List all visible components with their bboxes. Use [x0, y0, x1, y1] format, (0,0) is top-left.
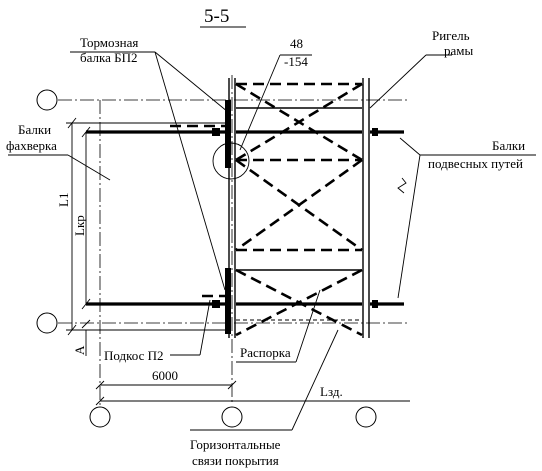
fachwerk-beams-label-1: Балки — [18, 122, 51, 137]
frame-girder-label-2: рамы — [444, 43, 473, 58]
frame-girder-label-1: Ригель — [432, 28, 470, 43]
dim-6000 — [95, 380, 237, 390]
strut-label: Распорка — [240, 345, 291, 360]
struts — [236, 107, 362, 271]
dim-top-value-1: 48 — [290, 36, 303, 51]
suspended-beams-label-1: Балки — [492, 138, 525, 153]
axis-lines — [58, 75, 410, 405]
axis-marker-bottom-1 — [89, 406, 111, 428]
brace-label: Подкос П2 — [104, 348, 164, 363]
axis-marker-bottom-2 — [221, 406, 243, 428]
fachwerk-beams-label-2: фахверка — [6, 138, 57, 153]
leader-lines — [8, 51, 536, 431]
detail-circle — [212, 142, 250, 180]
horizontal-ties-label-2: связи покрытия — [192, 453, 279, 468]
dim-6000-label: 6000 — [152, 368, 178, 383]
dim-lzd — [95, 396, 410, 406]
a-label: A — [72, 345, 87, 355]
break-mark — [397, 177, 407, 194]
suspended-track-beams — [86, 128, 404, 308]
brake-beam-label-2: балка БП2 — [80, 50, 137, 65]
horizontal-ties-truss — [235, 82, 363, 337]
frame-girders — [228, 78, 370, 338]
brake-beams — [170, 100, 231, 334]
axis-marker-left-top — [36, 89, 58, 111]
l1-label: L1 — [56, 193, 71, 207]
axis-marker-bottom-3 — [355, 406, 377, 428]
section-title: 5-5 — [204, 6, 229, 27]
axis-marker-left-bottom — [36, 312, 58, 334]
dim-top-value-2: -154 — [284, 54, 308, 69]
lzd-label: Lзд. — [320, 384, 343, 399]
lkr-label: Lкр — [72, 215, 87, 236]
horizontal-ties-label-1: Горизонтальные — [190, 437, 281, 452]
brake-beam-label-1: Тормозная — [80, 35, 138, 50]
vertical-dimensions — [66, 117, 230, 356]
suspended-beams-label-2: подвесных путей — [428, 156, 523, 171]
